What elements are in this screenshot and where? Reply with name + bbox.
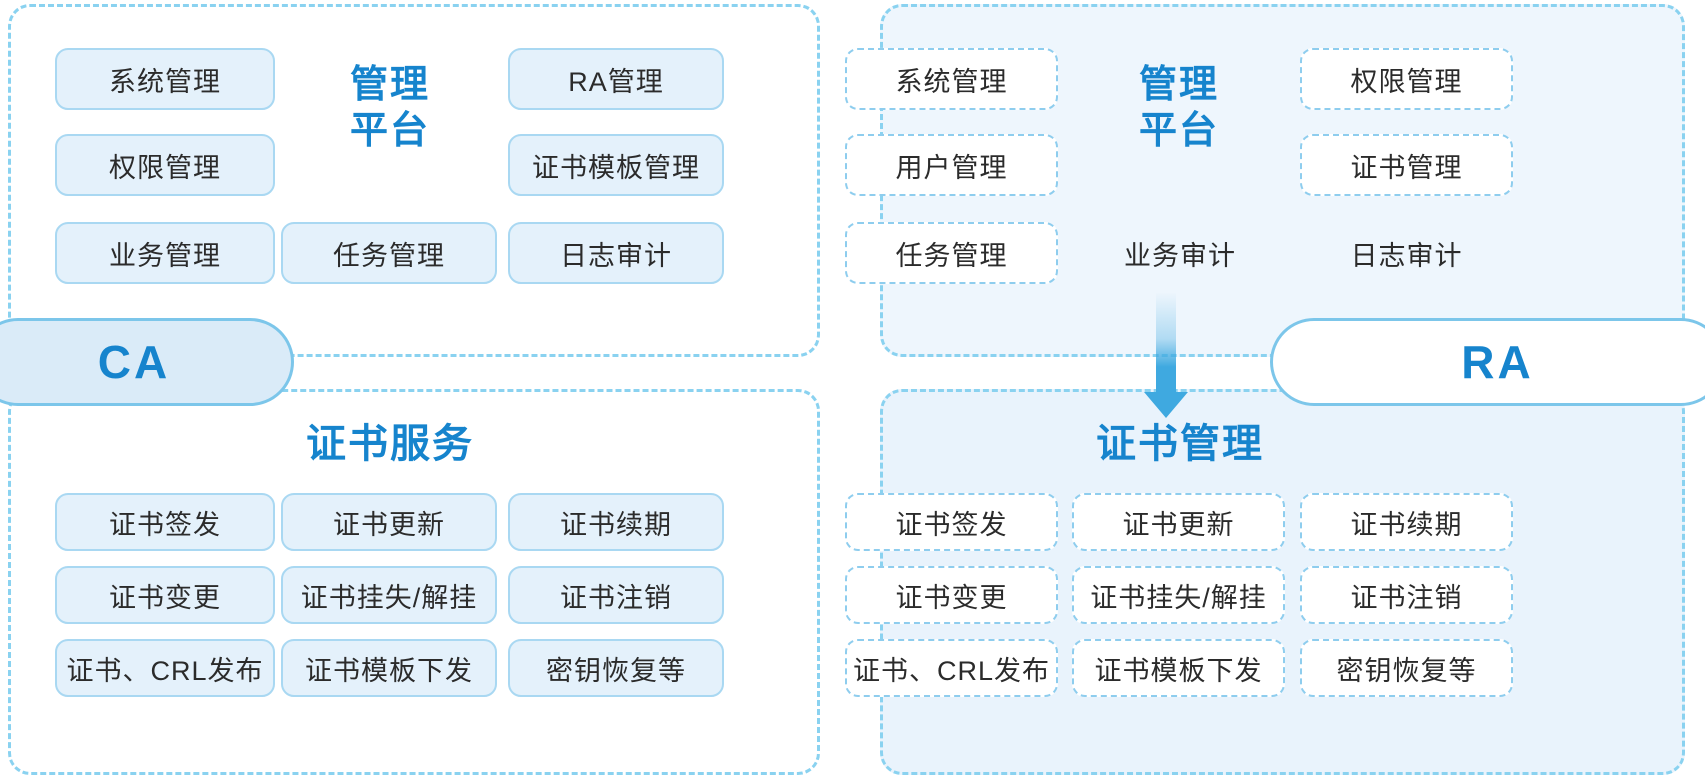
ca-chip-task-management[interactable]: 任务管理 xyxy=(281,222,497,284)
ca-chip-business-management[interactable]: 业务管理 xyxy=(55,222,275,284)
ca-platform-title: 管理 平台 xyxy=(305,62,475,155)
ra-chip-certificate-management[interactable]: 证书管理 xyxy=(1300,134,1513,196)
ra-service-chip-issue[interactable]: 证书签发 xyxy=(845,493,1058,551)
ra-chip-system-management[interactable]: 系统管理 xyxy=(845,48,1058,110)
ra-service-chip-suspend-resume[interactable]: 证书挂失/解挂 xyxy=(1072,566,1285,624)
ra-chip-user-management[interactable]: 用户管理 xyxy=(845,134,1058,196)
ra-platform-title: 管理 平台 xyxy=(1094,62,1264,155)
ra-service-title: 证书管理 xyxy=(1096,422,1264,466)
ra-service-chip-extend[interactable]: 证书续期 xyxy=(1300,493,1513,551)
ca-service-chip-suspend-resume[interactable]: 证书挂失/解挂 xyxy=(281,566,497,624)
ra-service-chip-change[interactable]: 证书变更 xyxy=(845,566,1058,624)
ca-badge[interactable]: CA xyxy=(0,318,294,406)
ca-platform-title-line2: 平台 xyxy=(349,110,430,153)
downward-flow-arrow-icon xyxy=(1144,292,1188,418)
ca-chip-permission-management[interactable]: 权限管理 xyxy=(55,134,275,196)
ca-service-chip-renew[interactable]: 证书更新 xyxy=(281,493,497,551)
ca-service-chip-revoke[interactable]: 证书注销 xyxy=(508,566,724,624)
ca-chip-certificate-template-management[interactable]: 证书模板管理 xyxy=(508,134,724,196)
ra-platform-title-line1: 管理 xyxy=(1138,64,1219,106)
ca-service-title: 证书服务 xyxy=(306,422,474,466)
ca-chip-system-management[interactable]: 系统管理 xyxy=(55,48,275,110)
ra-badge[interactable]: RA xyxy=(1270,318,1705,406)
ra-service-chip-template-dispatch[interactable]: 证书模板下发 xyxy=(1072,639,1285,697)
ra-chip-task-management[interactable]: 任务管理 xyxy=(845,222,1058,284)
ca-service-chip-template-dispatch[interactable]: 证书模板下发 xyxy=(281,639,497,697)
ra-service-chip-key-recovery[interactable]: 密钥恢复等 xyxy=(1300,639,1513,697)
ca-service-chip-key-recovery[interactable]: 密钥恢复等 xyxy=(508,639,724,697)
ra-service-chip-revoke[interactable]: 证书注销 xyxy=(1300,566,1513,624)
ca-chip-ra-management[interactable]: RA管理 xyxy=(508,48,724,110)
ra-chip-permission-management[interactable]: 权限管理 xyxy=(1300,48,1513,110)
ra-platform-title-line2: 平台 xyxy=(1138,110,1219,153)
ca-service-chip-extend[interactable]: 证书续期 xyxy=(508,493,724,551)
ra-chip-log-audit[interactable]: 日志审计 xyxy=(1350,240,1463,271)
ra-service-chip-renew[interactable]: 证书更新 xyxy=(1072,493,1285,551)
ra-chip-business-audit[interactable]: 业务审计 xyxy=(1124,240,1236,271)
ca-service-chip-publish-crl[interactable]: 证书、CRL发布 xyxy=(55,639,275,697)
ca-service-chip-issue[interactable]: 证书签发 xyxy=(55,493,275,551)
ra-service-chip-publish-crl[interactable]: 证书、CRL发布 xyxy=(845,639,1058,697)
ca-platform-title-line1: 管理 xyxy=(349,64,430,106)
ca-chip-log-audit[interactable]: 日志审计 xyxy=(508,222,724,284)
ca-service-chip-change[interactable]: 证书变更 xyxy=(55,566,275,624)
